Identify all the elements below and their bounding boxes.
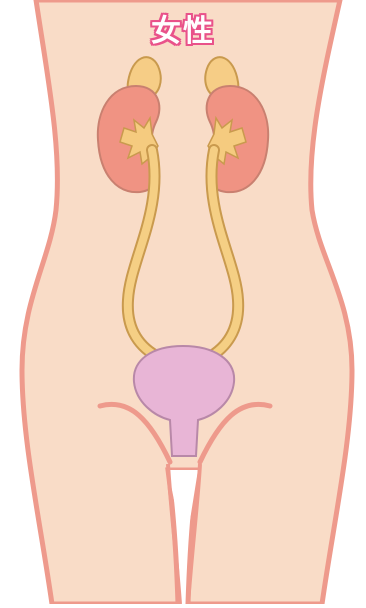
diagram-title: 女性	[0, 6, 366, 50]
